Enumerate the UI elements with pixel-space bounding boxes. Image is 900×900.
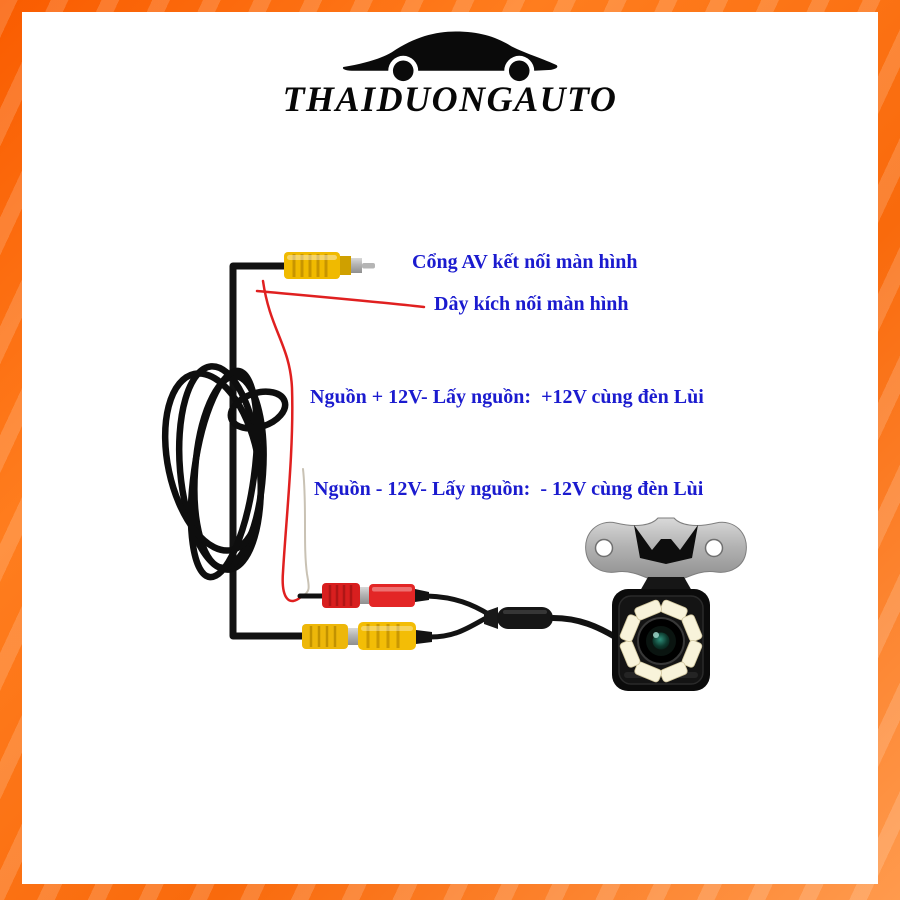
bracket-cutout [634, 525, 698, 564]
label-trigger-wire: Dây kích nối màn hình [434, 293, 629, 315]
bracket-hole-right [704, 538, 724, 558]
rca-pin [362, 263, 375, 269]
trigger-wire-red [255, 279, 426, 603]
bracket-hole-left [594, 538, 614, 558]
label-power-plus-12v: Nguồn + 12V- Lấy nguồn: +12V cùng đèn Lù… [310, 386, 704, 408]
brand-logo-text: THAIDUONGAUTO [282, 79, 618, 119]
label-av-port: Cổng AV kết nối màn hình [412, 251, 638, 273]
brand-logo: THAIDUONGAUTO [0, 24, 900, 120]
rca-red-connector-pair [297, 583, 493, 618]
av-plug-yellow [284, 252, 375, 279]
car-silhouette-icon [342, 31, 558, 82]
camera-lens [637, 617, 685, 665]
camera-leds [619, 599, 703, 683]
video-cable-coil [161, 363, 289, 581]
video-cable [229, 262, 307, 640]
thin-wire-white [301, 468, 310, 597]
rear-camera-led [612, 589, 710, 691]
power-jack-connector [484, 607, 623, 643]
camera-bracket [585, 517, 747, 598]
label-power-minus-12v: Nguồn - 12V- Lấy nguồn: - 12V cùng đèn L… [314, 478, 704, 500]
rca-yellow-connector-pair [302, 615, 489, 650]
